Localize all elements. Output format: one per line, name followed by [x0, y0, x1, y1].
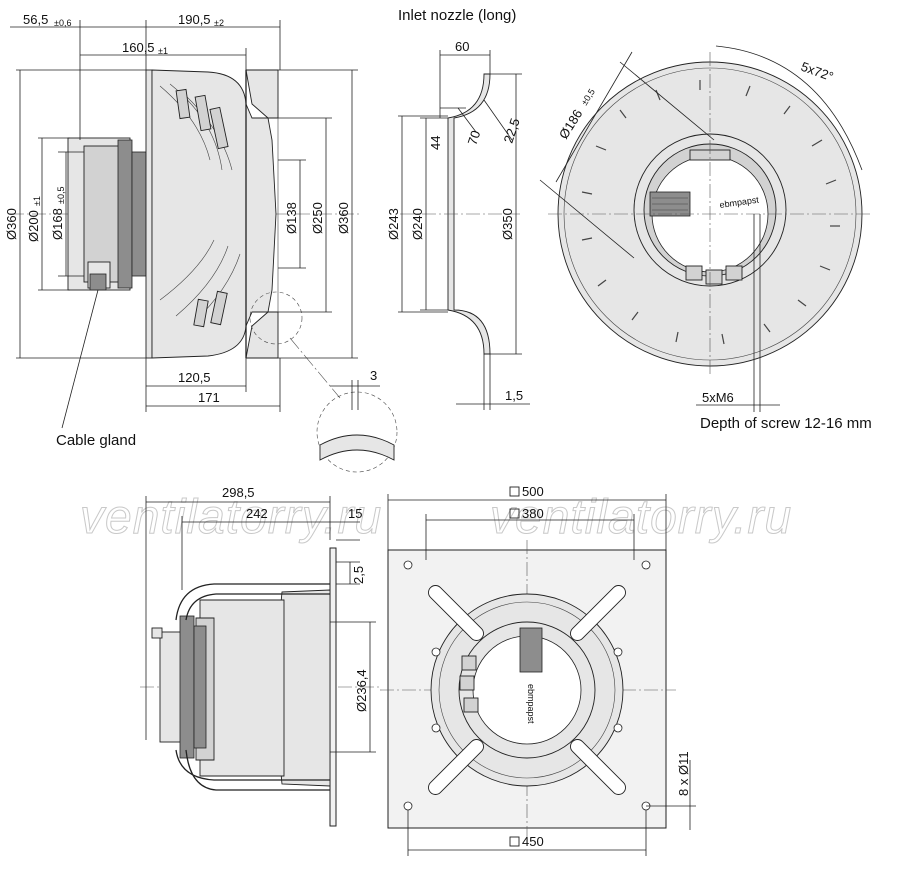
mounting-plate-edge — [329, 547, 337, 827]
dim-3: 3 — [370, 368, 377, 383]
dim-holes: 8 x Ø11 — [676, 751, 691, 796]
dim-242: 242 — [246, 506, 268, 521]
impeller — [151, 69, 277, 359]
tol-56-5: ±0,6 — [54, 18, 71, 28]
dim-44: 44 — [428, 136, 443, 150]
dim-160-5: 160,5 — [122, 40, 155, 55]
dim-350: Ø350 — [500, 208, 515, 240]
dim-500: 500 — [522, 484, 544, 499]
screw-thread-label: 5xM6 — [702, 390, 734, 405]
dim-298-5: 298,5 — [222, 485, 255, 500]
dim-168: Ø168 — [50, 208, 65, 240]
dim-120-5: 120,5 — [178, 370, 211, 385]
side-view — [10, 20, 398, 473]
dim-236-4: Ø236,4 — [354, 669, 369, 712]
front-view: ebmpapst — [539, 45, 872, 412]
dim-450: 450 — [522, 834, 544, 849]
dim-15: 15 — [348, 506, 362, 521]
mounted-side-view — [140, 496, 380, 827]
dim-243: Ø243 — [386, 208, 401, 240]
dim-200: Ø200 — [26, 210, 41, 242]
watermark-right: ventilatorry.ru — [490, 491, 792, 544]
square-icon — [509, 836, 520, 847]
dim-60: 60 — [455, 39, 469, 54]
tol-160-5: ±1 — [158, 46, 168, 56]
watermark-left: ventilatorry.ru — [80, 491, 382, 544]
dim-240: Ø240 — [410, 208, 425, 240]
tol-186: ±0,5 — [579, 87, 597, 107]
dim-138: Ø138 — [284, 202, 299, 234]
mounting-plate-view: ebmpapst — [380, 494, 696, 856]
tol-168: ±0,5 — [56, 187, 66, 204]
square-icon — [509, 486, 520, 497]
tol-200: ±1 — [32, 196, 42, 206]
dim-360-right: Ø360 — [336, 202, 351, 234]
dim-70: 70 — [465, 129, 484, 147]
cable-gland-label: Cable gland — [56, 432, 136, 449]
square-icon — [509, 508, 520, 519]
dim-171: 171 — [198, 390, 220, 405]
dim-190-5: 190,5 — [178, 12, 211, 27]
plate-brand-mark: ebmpapst — [526, 684, 536, 724]
dim-250: Ø250 — [310, 202, 325, 234]
angle-5x72: 5x72° — [799, 59, 836, 85]
dim-1-5: 1,5 — [505, 388, 523, 403]
tol-190-5: ±2 — [214, 18, 224, 28]
dim-22-5: 22,5 — [501, 116, 523, 145]
dim-380: 380 — [522, 506, 544, 521]
inlet-nozzle-title: Inlet nozzle (long) — [398, 7, 516, 24]
dim-2-5: 2,5 — [351, 566, 366, 584]
dim-56-5: 56,5 — [23, 12, 48, 27]
inlet-nozzle-view: Inlet nozzle (long) — [398, 7, 530, 410]
dim-360-left: Ø360 — [4, 208, 19, 240]
screw-depth-label: Depth of screw 12-16 mm — [700, 415, 872, 432]
